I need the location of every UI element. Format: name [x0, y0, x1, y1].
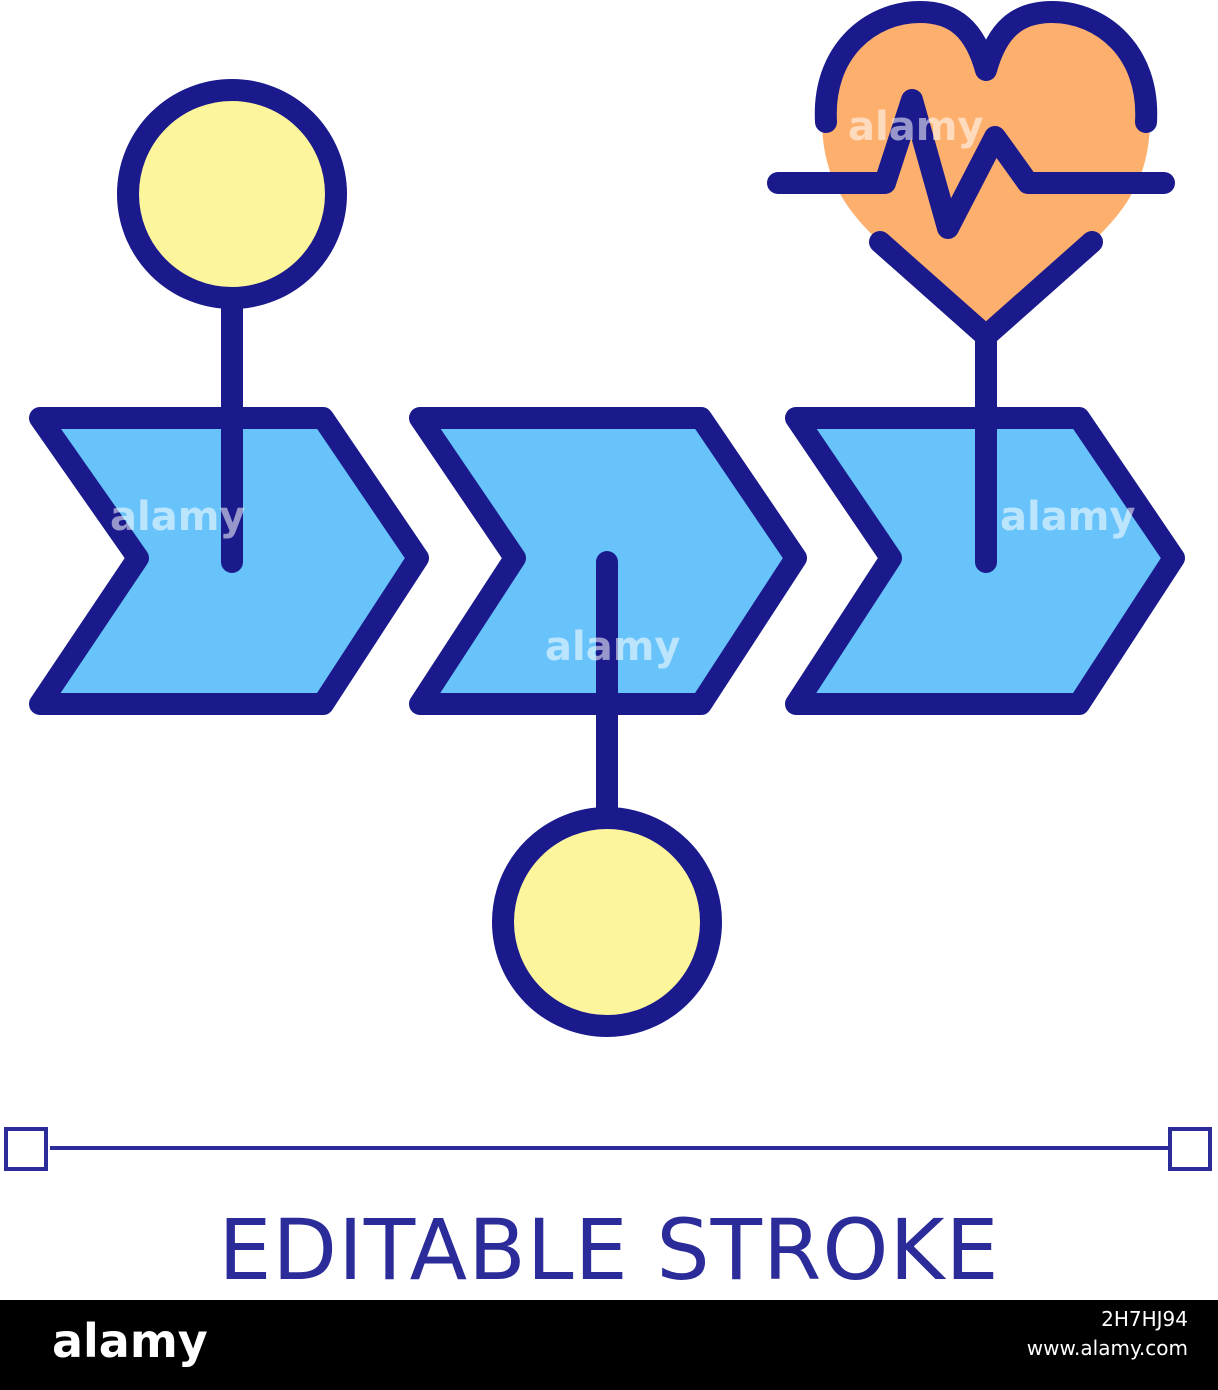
watermark-group: alamy alamy alamy alamy	[110, 104, 1135, 670]
heart-outline-top	[814, 1, 1158, 133]
milestone-circle-1	[117, 79, 347, 309]
stroke-handle-right	[1168, 1127, 1212, 1171]
watermark-text: alamy	[848, 104, 983, 150]
watermark-text: alamy	[1000, 494, 1135, 540]
footer-bar	[0, 1300, 1218, 1390]
footer-image-info: 2H7HJ94 www.alamy.com	[1027, 1305, 1188, 1363]
heart-outline-bottom	[869, 231, 1103, 347]
footer-logo: alamy	[52, 1314, 208, 1368]
milestone-circle-2	[492, 807, 722, 1037]
editable-stroke-caption: EDITABLE STROKE	[218, 1201, 1000, 1299]
site-url: www.alamy.com	[1026, 1336, 1188, 1360]
watermark-text: alamy	[110, 494, 245, 540]
stroke-handle-left	[4, 1127, 48, 1171]
watermark-text: alamy	[545, 624, 680, 670]
image-id: 2H7HJ94	[1101, 1307, 1188, 1331]
heartbeat-pulse-icon	[767, 89, 1175, 239]
process-flow-icon: alamy alamy alamy alamy	[4, 1, 1212, 1171]
